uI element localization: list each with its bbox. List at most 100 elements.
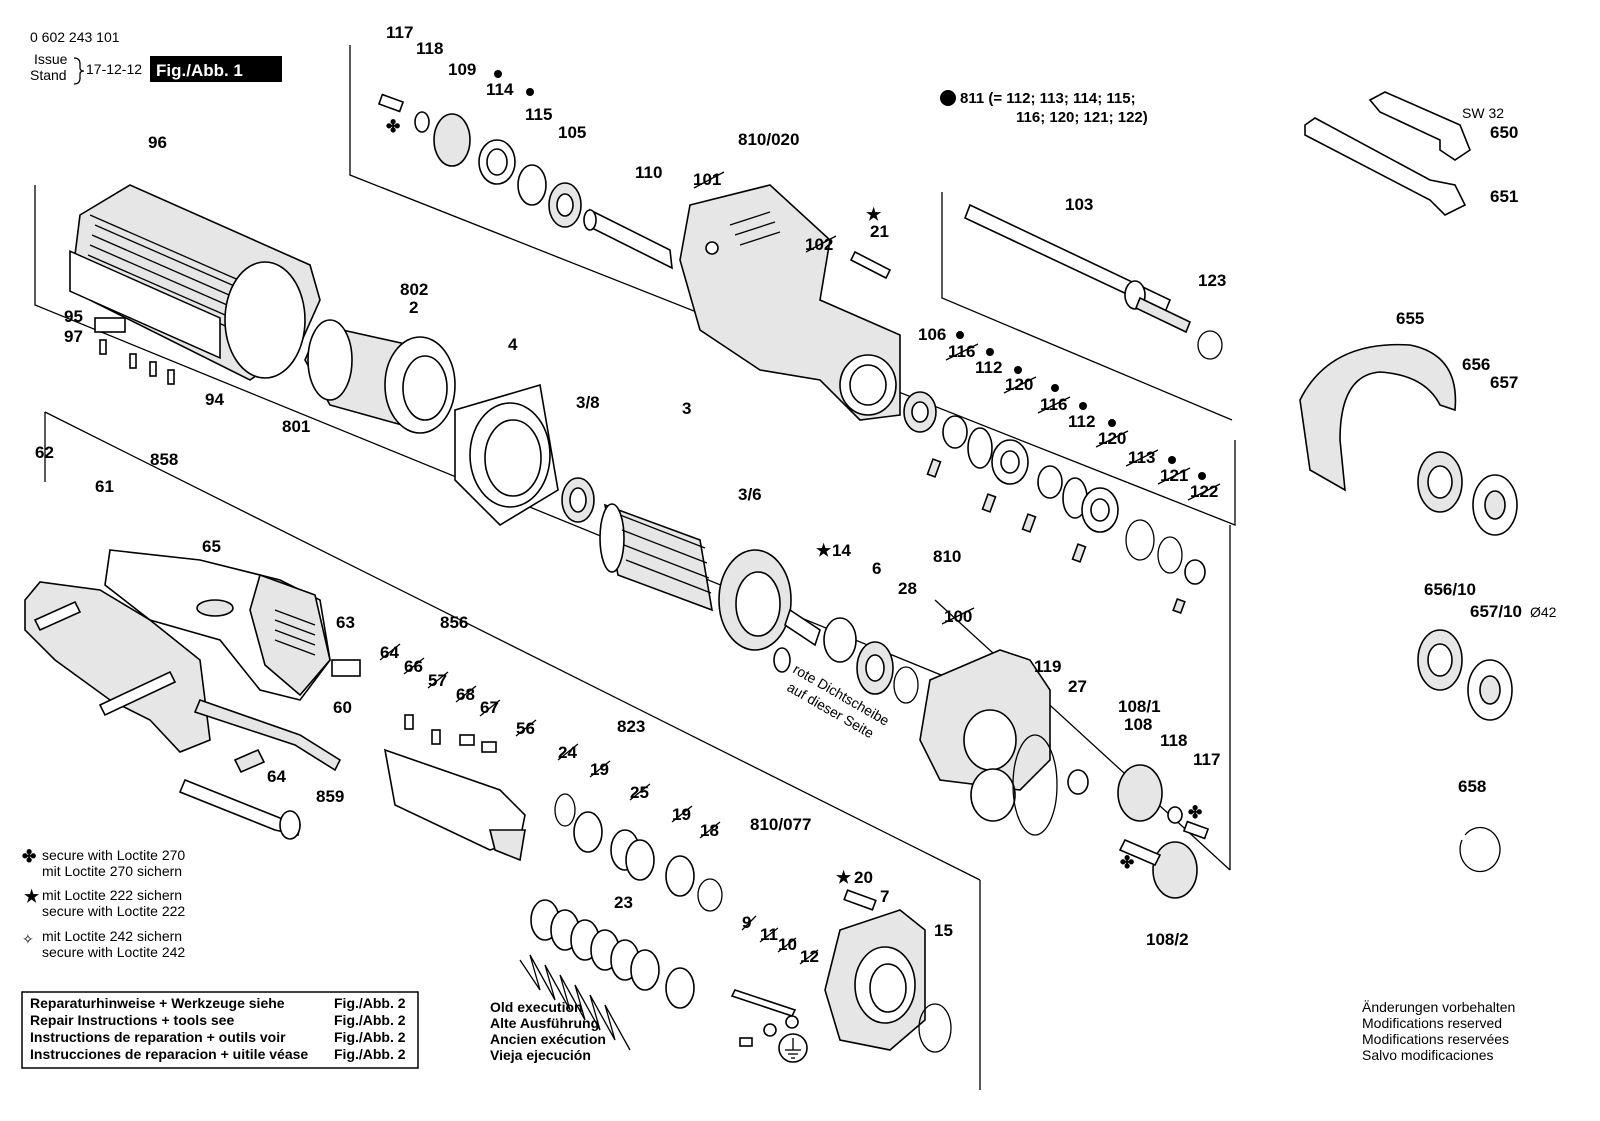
oring-119: [1012, 734, 1058, 836]
screw-20: [843, 889, 877, 911]
repair-row-2: Repair Instructions + tools see: [30, 1012, 234, 1028]
flange-7: [730, 889, 952, 1063]
label-20: 20: [854, 868, 873, 887]
label-sw32: SW 32: [1462, 105, 1504, 121]
label-6: 6: [872, 559, 881, 578]
label-62: 62: [35, 443, 54, 462]
repair-row-3-ref: Fig./Abb. 2: [334, 1029, 406, 1045]
label-810-077: 810/077: [750, 815, 811, 834]
clover-icon: ✤: [22, 847, 36, 866]
bearing-stack: [903, 391, 1206, 615]
bullet-icon: [1079, 402, 1087, 410]
loctite-legend: ✤ secure with Loctite 270 mit Loctite 27…: [22, 847, 185, 960]
label-103: 103: [1065, 195, 1093, 214]
ring-28: [893, 666, 919, 704]
old-execution-note: Old execution Alte Ausführung Ancien exé…: [490, 999, 606, 1063]
stand-label: Stand: [30, 67, 67, 83]
old-execution-springs: [519, 899, 695, 1051]
spanner-651: [1304, 117, 1467, 216]
old-exec-1: Old execution: [490, 999, 583, 1015]
label-63: 63: [336, 613, 355, 632]
clover-icon: ✤: [1188, 803, 1202, 822]
label-656: 656: [1462, 355, 1490, 374]
label-115: 115: [525, 105, 552, 124]
repair-box: Reparaturhinweise + Werkzeuge siehe Fig.…: [21, 991, 419, 1069]
label-117b: 117: [1193, 750, 1220, 769]
gear-housing-810: [823, 617, 1089, 836]
washer-118: [414, 111, 430, 133]
label-97: 97: [64, 327, 83, 346]
bullet-icon: [1168, 456, 1176, 464]
baffle-4: [454, 383, 559, 527]
gears-108: [1117, 764, 1210, 899]
label-3-6: 3/6: [738, 485, 762, 504]
motor-housing-96: [69, 184, 321, 385]
clover-icon: ✤: [1120, 853, 1134, 872]
label-4: 4: [508, 335, 518, 354]
label-105: 105: [558, 123, 586, 142]
legend-222-line1: mit Loctite 222 sichern: [42, 887, 182, 903]
label-65: 65: [202, 537, 221, 556]
modifications-note: Änderungen vorbehalten Modifications res…: [1362, 999, 1515, 1063]
label-21: 21: [870, 222, 889, 241]
label-108: 108: [1124, 715, 1152, 734]
legend-242-line2: secure with Loctite 242: [42, 944, 185, 960]
ring-115: [517, 164, 547, 206]
gear-housing-810-020: [679, 184, 901, 421]
bullet-icon: [1198, 472, 1206, 480]
cable-60: [193, 698, 342, 772]
label-823: 823: [617, 717, 645, 736]
spindle-110: [589, 208, 673, 270]
label-657-10: 657/10: [1470, 602, 1522, 621]
handle-858: [24, 549, 361, 753]
label-657: 657: [1490, 373, 1518, 392]
old-exec-4: Vieja ejecución: [490, 1047, 591, 1063]
label-108-1: 108/1: [1118, 697, 1161, 716]
label-656-10: 656/10: [1424, 580, 1476, 599]
bullet-icon: [1014, 366, 1022, 374]
label-2: 2: [409, 298, 418, 317]
repair-row-3: Instructions de reparation + outils voir: [30, 1029, 286, 1045]
label-28: 28: [898, 579, 917, 598]
ring-123: [1197, 330, 1223, 360]
label-655: 655: [1396, 309, 1424, 328]
armature-3: [561, 477, 821, 673]
label-96: 96: [148, 133, 167, 152]
gear-109: [433, 113, 471, 167]
label-3-8: 3/8: [576, 393, 600, 412]
label-118a: 118: [416, 39, 443, 58]
label-60: 60: [333, 698, 352, 717]
label-123: 123: [1198, 271, 1226, 290]
bullet-icon: [494, 70, 502, 78]
mod-2: Modifications reserved: [1362, 1015, 1502, 1031]
top-shaft-parts: [377, 93, 673, 270]
clover-icon: ✤: [386, 117, 400, 136]
old-exec-3: Ancien exécution: [490, 1031, 606, 1047]
screws-97: [99, 339, 175, 385]
label-markers: ★ ★ ★ ✤ ✤ ✤: [386, 70, 1206, 887]
cable-assembly: [178, 698, 342, 840]
label-658: 658: [1458, 777, 1486, 796]
open-star-icon: ✧: [22, 931, 34, 947]
label-diameter: Ø42: [1530, 604, 1557, 620]
set-note: 811 (= 112; 113; 114; 115; 116; 120; 121…: [940, 90, 1148, 126]
label-112b: 112: [1068, 412, 1095, 431]
mod-1: Änderungen vorbehalten: [1362, 999, 1515, 1015]
ring-14: [823, 617, 857, 663]
label-15: 15: [934, 921, 953, 940]
plate-95: [94, 317, 126, 333]
set-note-line1: 811 (= 112; 113; 114; 115;: [960, 90, 1136, 107]
label-858: 858: [150, 450, 178, 469]
legend-222-line2: secure with Loctite 222: [42, 903, 185, 919]
label-7: 7: [880, 887, 889, 906]
set-bullet-icon: [940, 90, 956, 106]
label-810-020: 810/020: [738, 130, 799, 149]
label-112a: 112: [975, 358, 1002, 377]
label-61: 61: [95, 477, 114, 496]
screw-117: [377, 93, 405, 113]
clamp-64: [233, 748, 266, 774]
label-114: 114: [486, 80, 514, 99]
label-801: 801: [282, 417, 310, 436]
label-106: 106: [918, 325, 946, 344]
